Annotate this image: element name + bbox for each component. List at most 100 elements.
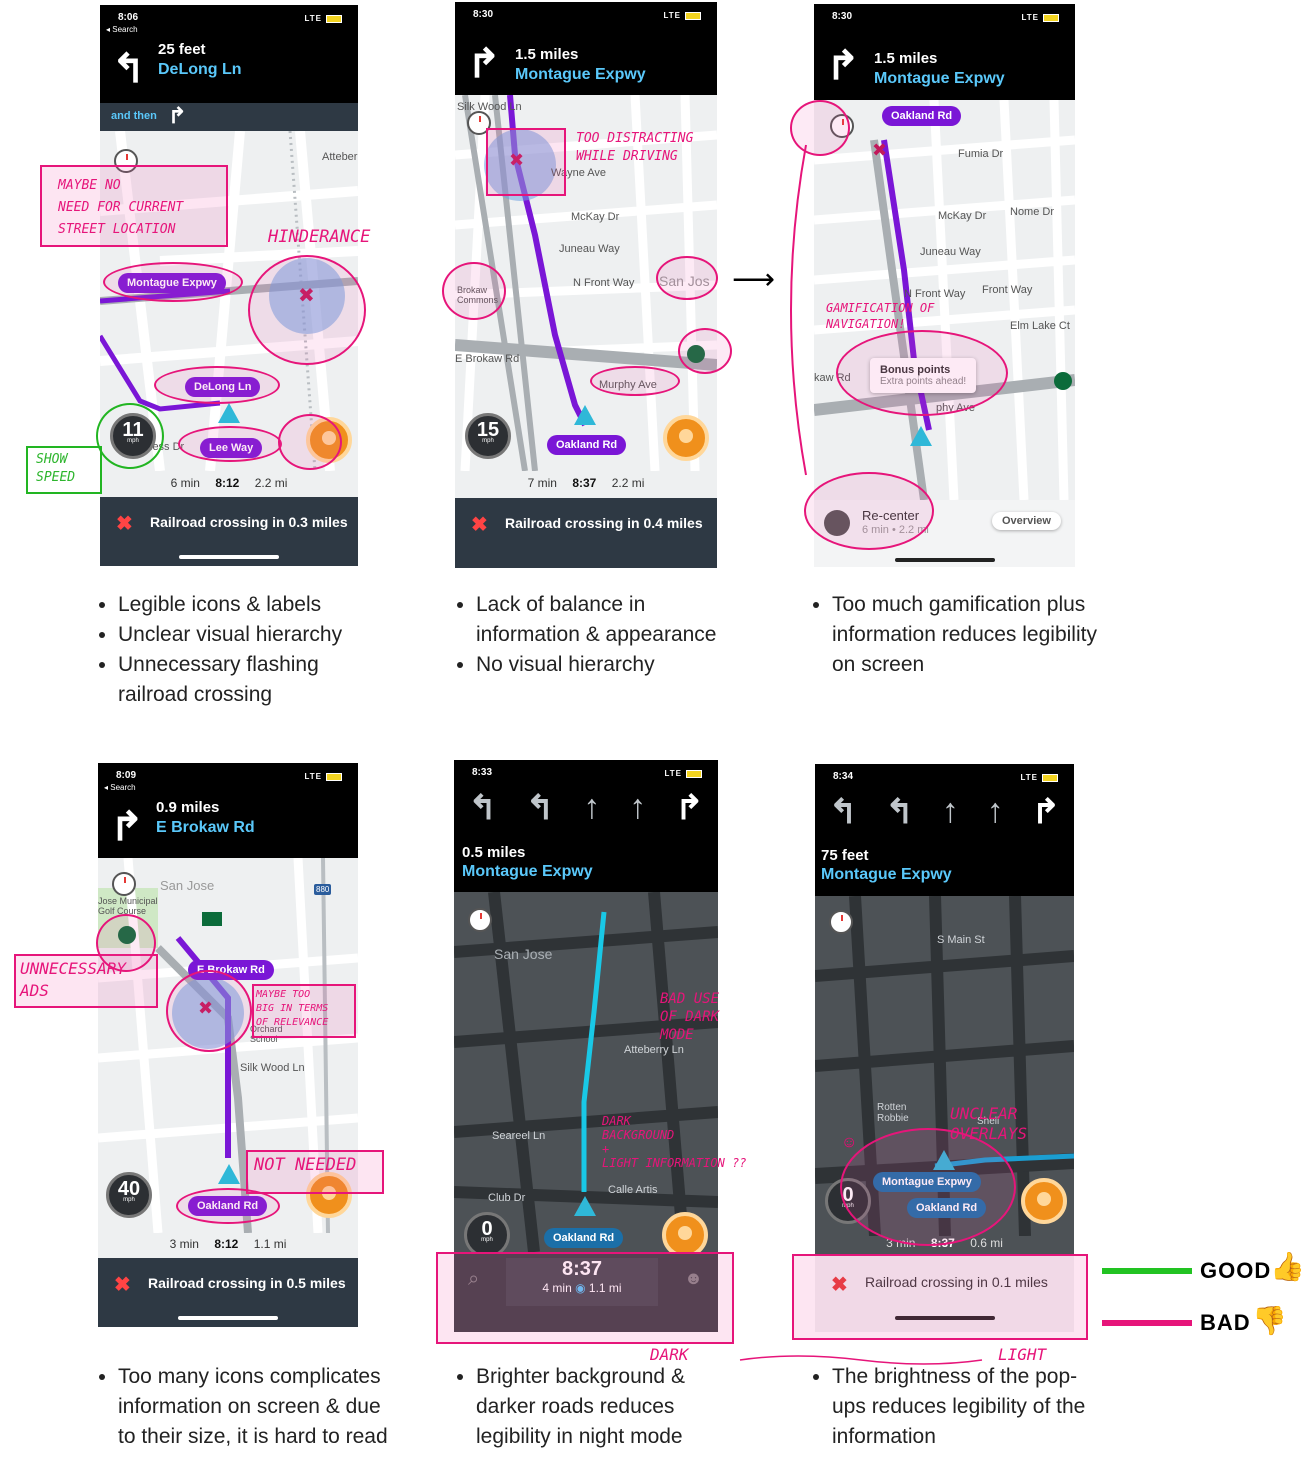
- map-view[interactable]: San Jose Atteberry Ln Seareel Ln Club Dr…: [454, 892, 718, 1258]
- status-time: 8:33: [472, 767, 493, 778]
- status-bar: 8:09 ◂ Search LTE: [98, 763, 358, 792]
- compass-icon[interactable]: [829, 910, 853, 934]
- eta-minutes: 4 min: [542, 1281, 572, 1295]
- map-label: Silk Wood Ln: [240, 1062, 305, 1074]
- home-indicator: [894, 558, 995, 562]
- map-label: N Front Way: [573, 277, 635, 289]
- lane-left-icon: ↰: [828, 793, 858, 831]
- highway-shield-icon: 880: [314, 884, 332, 895]
- map-label: Fumia Dr: [958, 148, 1004, 160]
- map-label: McKay Dr: [938, 210, 987, 222]
- eta-minutes: 6 min: [170, 476, 200, 490]
- lane-guidance: ↰ ↰ ↑ ↑ ↱: [815, 792, 1074, 832]
- lane-straight-icon: ↑: [986, 792, 1004, 830]
- street-label-pill: Oakland Rd: [882, 106, 962, 126]
- status-bar: 8:30 LTE: [814, 4, 1075, 32]
- speed-unit: mph: [482, 438, 494, 444]
- annotation-note: MAYBE TOO BIG IN TERMS OF RELEVANCE: [256, 989, 329, 1028]
- map-view[interactable]: Silk Wood Ln Wayne Ave McKay Dr Juneau W…: [455, 95, 717, 471]
- eta-time: 8:37: [572, 476, 597, 490]
- car-position-icon: [218, 403, 240, 423]
- alert-bar[interactable]: ✖ Railroad crossing in 0.4 miles: [455, 498, 717, 568]
- turn-right-icon: ↱: [110, 805, 144, 849]
- back-to-search-link[interactable]: ◂ Search: [104, 783, 136, 792]
- annotation-circle: [590, 366, 680, 396]
- and-then-bar: and then ↱: [100, 103, 358, 131]
- map-label: San Jose: [494, 946, 553, 962]
- eta-distance: 0.6 mi: [970, 1236, 1003, 1250]
- caption-4: Too many icons complicates information o…: [98, 1362, 388, 1452]
- speed-unit: mph: [123, 1197, 135, 1203]
- speedometer: 15 mph: [465, 413, 511, 459]
- lane-left-icon: ↰: [525, 789, 555, 827]
- eta-time: 8:37: [561, 1258, 603, 1280]
- compass-icon[interactable]: [114, 149, 138, 173]
- legend-bad-label: BAD: [1200, 1310, 1251, 1335]
- lte-signal-icon: LTE: [304, 772, 342, 781]
- speed-value: 15: [476, 419, 500, 441]
- map-label: E Brokaw Rd: [455, 353, 520, 365]
- screen-5: 8:33 LTE ↰ ↰ ↑ ↑ ↱ 0.5 miles Montague Ex…: [454, 760, 718, 1332]
- next-turn-street: Montague Expwy: [515, 66, 646, 83]
- railroad-crossing-icon: ✖: [471, 514, 488, 536]
- annotation-circle: [166, 970, 252, 1052]
- eta-distance: 2.2 mi: [254, 476, 288, 490]
- speed-unit: mph: [481, 1237, 493, 1243]
- next-turn-street: Montague Expwy: [874, 70, 1005, 87]
- back-to-search-link[interactable]: ◂ Search: [106, 25, 138, 34]
- map-label: Front Way: [982, 284, 1033, 296]
- caption-item: Brighter background & darker roads reduc…: [476, 1362, 746, 1452]
- eta-time: 8:12: [215, 476, 240, 490]
- annotation-note: MAYBE NO NEED FOR CURRENT STREET LOCATIO…: [58, 178, 184, 237]
- friends-icon[interactable]: ☻: [684, 1268, 703, 1288]
- annotation-circle: [176, 1188, 280, 1224]
- lane-right-icon: ↱: [675, 789, 704, 827]
- screen-6: 8:34 LTE ↰ ↰ ↑ ↑ ↱ 75 feet Montague Expw…: [815, 764, 1074, 1332]
- eta-minutes: 7 min: [527, 476, 557, 490]
- annotation-note: TOO DISTRACTING WHILE DRIVING: [576, 131, 694, 164]
- alert-bar[interactable]: ✖ Railroad crossing in 0.3 miles: [100, 497, 358, 566]
- status-bar: 8:06 ◂ Search LTE: [100, 5, 358, 34]
- annotation-circle: [96, 403, 164, 469]
- next-turn-street: DeLong Ln: [158, 61, 242, 78]
- caption-item: Legible icons & labels: [118, 590, 388, 620]
- character-icon: ☺: [841, 1134, 858, 1151]
- alert-bar[interactable]: ✖ Railroad crossing in 0.5 miles: [98, 1258, 358, 1327]
- annotation-circle: [248, 255, 366, 365]
- status-bar: 8:34 LTE: [815, 764, 1074, 792]
- map-label: S Main St: [937, 934, 985, 946]
- speed-value: 0: [481, 1218, 493, 1240]
- report-button[interactable]: [306, 1172, 352, 1218]
- turn-left-icon: ↰: [112, 47, 146, 91]
- map-label: San Jose: [160, 878, 215, 893]
- lte-signal-icon: LTE: [1021, 13, 1059, 22]
- next-turn-distance: 0.5 miles: [462, 844, 526, 861]
- overview-button[interactable]: Overview: [992, 512, 1061, 530]
- car-position-icon: [574, 1196, 596, 1216]
- search-icon[interactable]: ⌕: [468, 1268, 480, 1290]
- report-button[interactable]: [663, 415, 709, 461]
- annotation-circle: [656, 256, 718, 300]
- annotation-box: [436, 1252, 734, 1344]
- annotation-circle: [154, 366, 280, 404]
- ad-pin-icon[interactable]: [202, 912, 222, 926]
- caption-item: Unnecessary flashing railroad crossing: [118, 650, 388, 710]
- annotation-note: DARK BACKGROUND + LIGHT INFORMATION ??: [602, 1114, 747, 1170]
- caption-item: No visual hierarchy: [476, 650, 746, 680]
- compass-icon[interactable]: [468, 908, 492, 932]
- legend-good-line: [1102, 1268, 1192, 1274]
- annotation-circle: [96, 914, 156, 972]
- screen-3: 8:30 LTE ↱ 1.5 miles Montague Expwy Oakl…: [814, 4, 1075, 567]
- lane-straight-icon: ↑: [629, 788, 647, 826]
- report-button[interactable]: [1021, 1178, 1067, 1224]
- annotation-circle: [790, 100, 850, 156]
- compass-icon[interactable]: [112, 872, 136, 896]
- next-turn-distance: 1.5 miles: [515, 46, 579, 63]
- eta-panel[interactable]: 8:37 4 min ◉ 1.1 mi: [506, 1258, 658, 1306]
- annotation-note: HINDERANCE: [268, 227, 371, 247]
- alert-bar[interactable]: ✖ Railroad crossing in 0.1 miles: [815, 1256, 1074, 1332]
- status-time: 8:09: [116, 770, 137, 781]
- caption-5: Brighter background & darker roads reduc…: [456, 1362, 746, 1452]
- annotation-circle: [836, 330, 1008, 416]
- map-roads: [454, 892, 718, 1252]
